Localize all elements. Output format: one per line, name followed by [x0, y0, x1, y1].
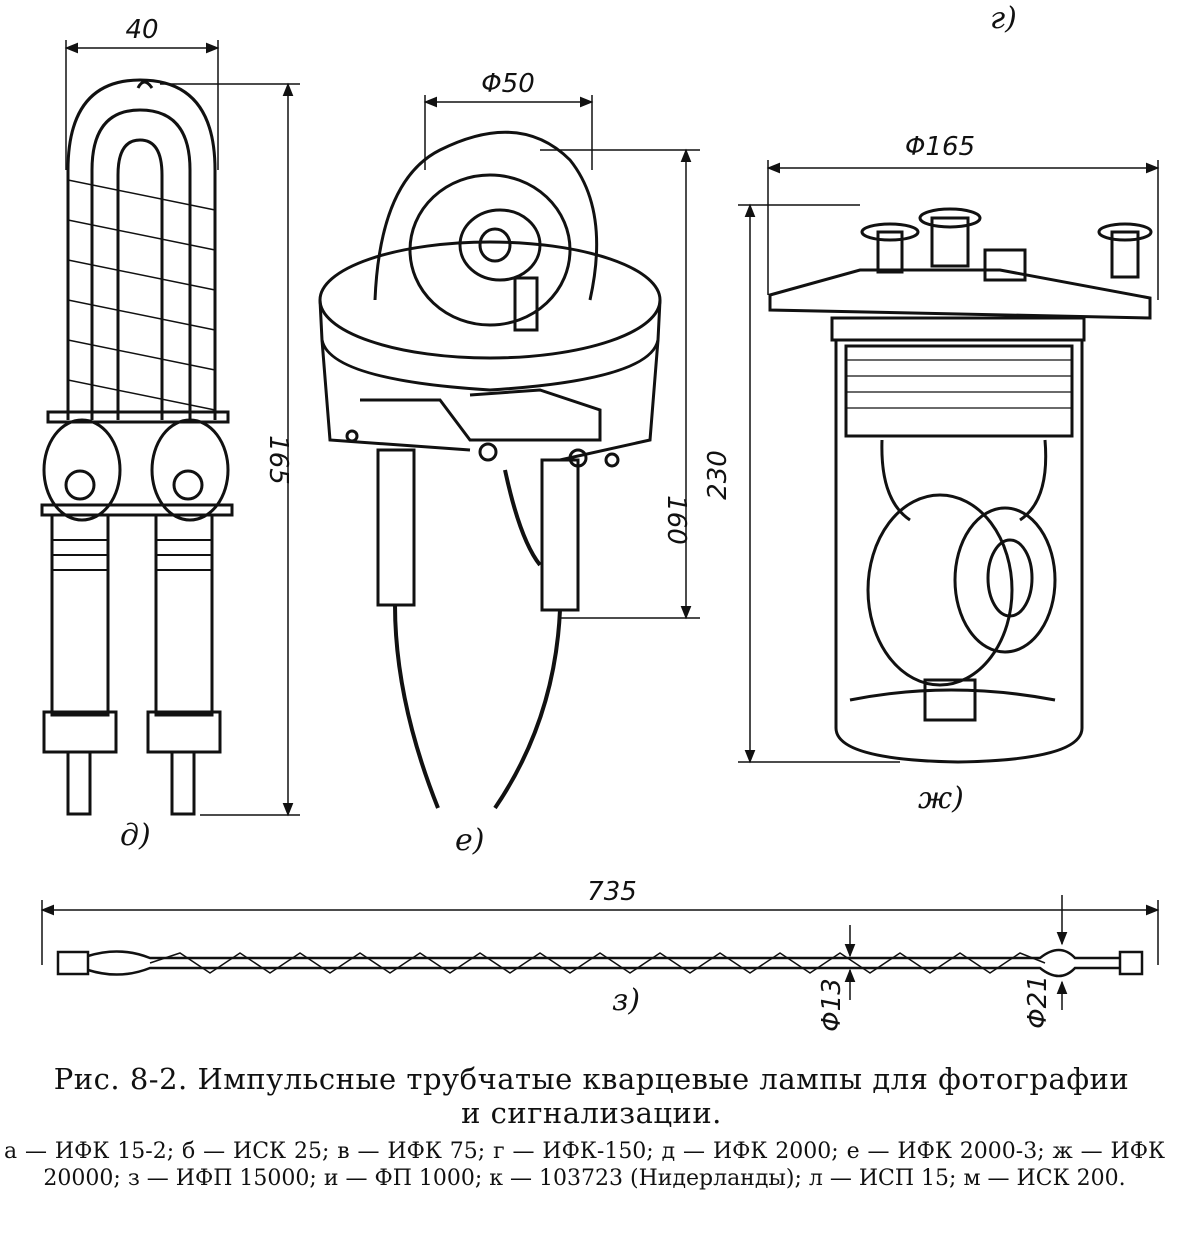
lamp-z-drawing: [56, 948, 1144, 978]
lamp-z-dimensions: [40, 895, 1160, 1010]
lamp-e-drawing: [318, 130, 662, 810]
lamp-d-drawing: [40, 78, 234, 816]
dim-height-160: 160: [661, 495, 691, 545]
dim-length-735: 735: [587, 877, 637, 907]
caption-legend: а — ИФК 15-2; б — ИСК 25; в — ИФК 75; г …: [4, 1139, 1165, 1191]
label-e: е): [455, 823, 484, 858]
dim-diameter-13: Φ13: [817, 978, 847, 1032]
lamp-zh-dimensions: [738, 160, 1160, 764]
dim-diameter-50: Φ50: [481, 69, 535, 99]
dim-width-40: 40: [125, 15, 158, 45]
dim-height-165: 165: [263, 435, 293, 485]
label-g: г): [990, 1, 1017, 36]
caption-title-line2: и сигнализации.: [461, 1096, 722, 1130]
dim-diameter-21: Φ21: [1023, 975, 1053, 1029]
dim-height-230: 230: [703, 450, 733, 500]
figure-drawing: г) 40 165 д): [40, 1, 1160, 1032]
label-zh: ж): [918, 781, 964, 816]
label-z: з): [612, 983, 640, 1018]
figure-caption: Рис. 8-2. Импульсные трубчатые кварцевые…: [0, 1062, 1183, 1192]
label-d: д): [120, 818, 151, 853]
lamp-e-dimensions: [423, 95, 700, 620]
lamp-zh-drawing: [768, 207, 1153, 764]
dim-diameter-165: Φ165: [905, 132, 975, 162]
lamp-d-dimensions: [64, 40, 300, 817]
caption-title-line1: Рис. 8-2. Импульсные трубчатые кварцевые…: [53, 1062, 1130, 1096]
